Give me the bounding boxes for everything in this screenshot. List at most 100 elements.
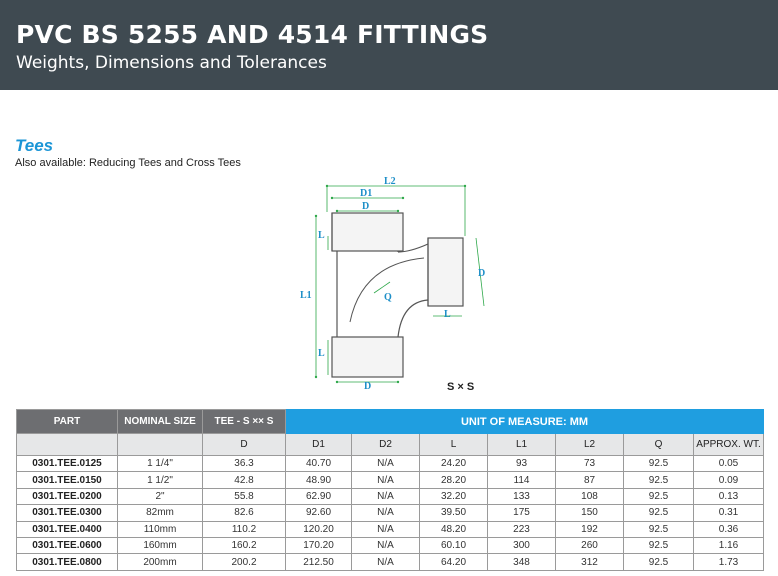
table-cell: 40.70 — [285, 454, 352, 473]
subheader-blank — [117, 433, 203, 456]
part-number-cell: 0301.TEE.0125 — [16, 454, 118, 473]
table-cell: 223 — [487, 520, 556, 538]
table-cell: 55.8 — [202, 487, 286, 506]
table-cell: 32.20 — [419, 487, 488, 506]
header-tee: TEE - S ×× S — [202, 409, 286, 434]
table-cell: 150 — [555, 504, 624, 522]
table-cell: 0.09 — [692, 471, 765, 489]
table-cell: 120.20 — [285, 520, 352, 538]
table-cell: 60.10 — [419, 536, 488, 555]
dim-label-d-bottom: D — [364, 381, 371, 392]
table-cell: 1 1/4" — [117, 454, 203, 473]
table-cell: N/A — [351, 536, 420, 555]
column-header: L — [419, 433, 488, 456]
table-cell: N/A — [351, 553, 420, 571]
table-cell: 93 — [487, 454, 556, 473]
table-cell: 92.5 — [623, 504, 694, 522]
part-number-cell: 0301.TEE.0400 — [16, 520, 118, 538]
table-cell: 82.6 — [202, 504, 286, 522]
part-number-cell: 0301.TEE.0200 — [16, 487, 118, 506]
table-cell: 92.5 — [623, 471, 694, 489]
dim-label-l2: L2 — [384, 176, 396, 187]
table-cell: 28.20 — [419, 471, 488, 489]
table-cell: 64.20 — [419, 553, 488, 571]
dim-label-d-side: D — [478, 268, 485, 279]
dim-label-d-top: D — [362, 201, 369, 212]
table-cell: 108 — [555, 487, 624, 506]
subheader-blank — [16, 433, 118, 456]
table-cell: 87 — [555, 471, 624, 489]
table-cell: 200.2 — [202, 553, 286, 571]
tee-outline — [331, 212, 464, 378]
header-unit-of-measure: UNIT OF MEASURE: MM — [284, 409, 765, 434]
table-cell: 114 — [487, 471, 556, 489]
table-cell: 92.5 — [623, 536, 694, 555]
table-cell: N/A — [351, 487, 420, 506]
table-cell: 1.16 — [692, 536, 765, 555]
dim-label-l-top: L — [318, 230, 325, 241]
part-number-cell: 0301.TEE.0300 — [16, 504, 118, 522]
table-cell: 348 — [487, 553, 556, 571]
table-cell: 300 — [487, 536, 556, 555]
dim-label-l-bottom: L — [318, 348, 325, 359]
table-cell: 192 — [555, 520, 624, 538]
table-cell: 110mm — [117, 520, 203, 538]
section-subtitle: Also available: Reducing Tees and Cross … — [15, 157, 241, 169]
table-cell: 175 — [487, 504, 556, 522]
page-subtitle: Weights, Dimensions and Tolerances — [16, 53, 327, 73]
table-cell: N/A — [351, 471, 420, 489]
table-cell: 0.13 — [692, 487, 765, 506]
table-cell: 92.60 — [285, 504, 352, 522]
column-header: L1 — [487, 433, 556, 456]
table-cell: 200mm — [117, 553, 203, 571]
table-cell: 36.3 — [202, 454, 286, 473]
table-cell: N/A — [351, 504, 420, 522]
tee-spec-table: PART NOMINAL SIZE TEE - S ×× S UNIT OF M… — [16, 409, 765, 571]
dimension-lines — [315, 185, 485, 383]
table-cell: 0.31 — [692, 504, 765, 522]
part-number-cell: 0301.TEE.0150 — [16, 471, 118, 489]
column-header: APPROX. WT. — [692, 433, 765, 456]
header-part: PART — [16, 409, 118, 434]
table-cell: N/A — [351, 454, 420, 473]
dimension-arrowheads — [314, 184, 467, 384]
part-number-cell: 0301.TEE.0600 — [16, 536, 118, 555]
table-cell: 92.5 — [623, 454, 694, 473]
page-title: PVC BS 5255 AND 4514 FITTINGS — [16, 20, 489, 49]
table-cell: 62.90 — [285, 487, 352, 506]
dim-label-q: Q — [384, 292, 392, 303]
table-cell: 312 — [555, 553, 624, 571]
tee-technical-drawing: L2 D1 D L L1 L D D L Q — [290, 172, 510, 397]
table-cell: 82mm — [117, 504, 203, 522]
tee-drawing-svg: L2 D1 D L L1 L D D L Q — [300, 176, 485, 392]
table-cell: 160.2 — [202, 536, 286, 555]
column-header: D — [202, 433, 286, 456]
table-cell: 0.05 — [692, 454, 765, 473]
dim-label-l1: L1 — [300, 290, 312, 301]
table-cell: 170.20 — [285, 536, 352, 555]
column-header: Q — [623, 433, 694, 456]
dim-label-d1: D1 — [360, 188, 372, 199]
table-cell: 42.8 — [202, 471, 286, 489]
table-cell: 160mm — [117, 536, 203, 555]
dim-label-l-side: L — [444, 309, 451, 320]
table-cell: 260 — [555, 536, 624, 555]
page-header: PVC BS 5255 AND 4514 FITTINGS Weights, D… — [0, 0, 778, 90]
table-cell: 48.20 — [419, 520, 488, 538]
table-cell: 92.5 — [623, 487, 694, 506]
table-cell: 1 1/2" — [117, 471, 203, 489]
table-cell: N/A — [351, 520, 420, 538]
table-cell: 110.2 — [202, 520, 286, 538]
column-header: D1 — [285, 433, 352, 456]
column-header: L2 — [555, 433, 624, 456]
table-cell: 92.5 — [623, 520, 694, 538]
part-number-cell: 0301.TEE.0800 — [16, 553, 118, 571]
table-cell: 212.50 — [285, 553, 352, 571]
